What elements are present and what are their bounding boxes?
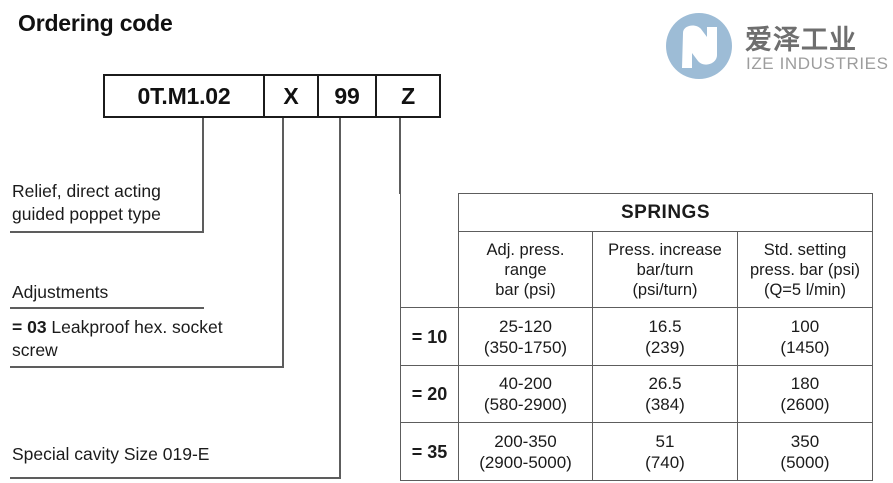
description-cavity: Special cavity Size 019-E <box>12 444 210 464</box>
springs-table: SPRINGS Adj. press. range bar (psi) Pres… <box>400 193 873 482</box>
springs-cell-std-setting-10: 100 (1450) <box>737 307 873 366</box>
description-adjustments-underline <box>10 307 204 309</box>
code-cell-cavity[interactable]: Z <box>401 82 415 109</box>
logo-chinese-name: 爱泽工业 <box>745 25 857 55</box>
code-cell-adjustment[interactable]: X <box>265 76 319 116</box>
code-cell-spring[interactable]: 99 <box>319 76 377 116</box>
springs-cell-adj-press-range-20: 40-200 (580-2900) <box>458 365 593 423</box>
code-cell-model[interactable]: 0T.M1.02 <box>105 76 265 116</box>
springs-cell-press-increase-35: 51 (740) <box>592 422 738 481</box>
description-adjustment-option: = 03 Leakproof hex. socket screw <box>12 316 288 362</box>
springs-column-header-press-increase: Press. increase bar/turn (psi/turn) <box>592 231 738 308</box>
adjustment-option-text: Leakproof hex. socket screw <box>12 317 223 360</box>
description-adjustments: Adjustments <box>12 282 109 302</box>
springs-cell-std-setting-35: 350 (5000) <box>737 422 873 481</box>
springs-cell-press-increase-10: 16.5 (239) <box>592 307 738 366</box>
springs-cell-std-setting-20: 180 (2600) <box>737 365 873 423</box>
leader-line-model <box>202 118 204 232</box>
description-cavity-underline <box>10 477 341 479</box>
springs-group-header: SPRINGS <box>458 193 873 232</box>
company-logo: 爱泽工业 IZE INDUSTRIES <box>663 10 888 84</box>
springs-row-code-10: = 10 <box>400 307 459 366</box>
springs-row-code-35: = 35 <box>400 422 459 481</box>
leader-line-spring <box>339 118 341 478</box>
springs-cell-adj-press-range-10: 25-120 (350-1750) <box>458 307 593 366</box>
adjustment-option-code: = 03 <box>12 317 47 337</box>
springs-cell-adj-press-range-35: 200-350 (2900-5000) <box>458 422 593 481</box>
springs-row-code-20: = 20 <box>400 365 459 423</box>
description-type: Relief, direct acting guided poppet type <box>12 181 161 224</box>
description-type-underline <box>10 231 204 233</box>
description-adjustment-option-underline <box>10 366 284 368</box>
page-title: Ordering code <box>18 10 173 36</box>
logo-english-name: IZE INDUSTRIES <box>746 54 889 73</box>
ordering-code-row: 0T.M1.02 X 99 Z <box>103 74 441 118</box>
ize-circle-logo-icon <box>666 13 732 79</box>
leader-line-adjustment <box>282 118 284 367</box>
springs-code-column-header-spacer <box>400 193 459 308</box>
springs-column-header-std-setting: Std. setting press. bar (psi) (Q=5 l/min… <box>737 231 873 308</box>
springs-cell-press-increase-20: 26.5 (384) <box>592 365 738 423</box>
leader-line-cavity <box>399 118 401 194</box>
springs-column-header-adj-press-range: Adj. press. range bar (psi) <box>458 231 593 308</box>
